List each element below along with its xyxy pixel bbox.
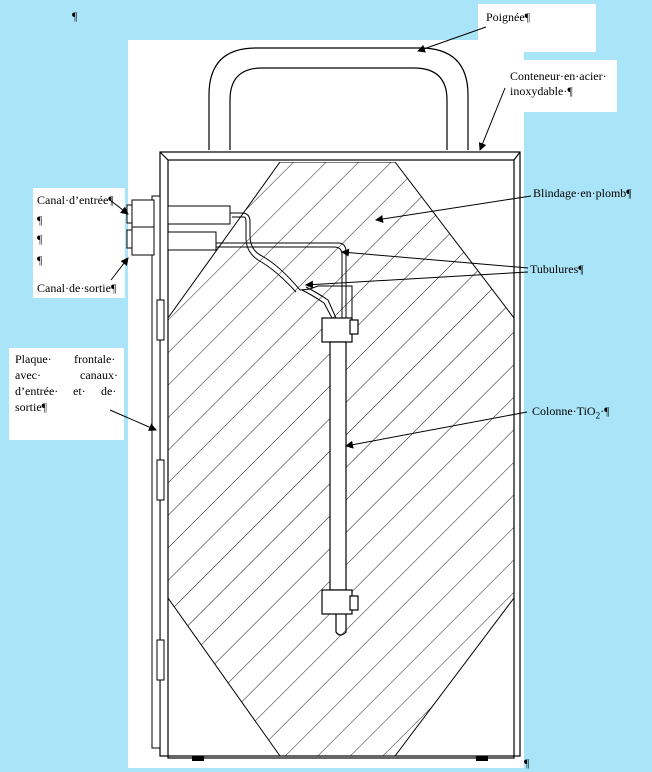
- front-plate: [151, 195, 165, 749]
- label-conteneur-line1: Conteneur·en·acier·: [510, 69, 607, 83]
- feet: [192, 756, 488, 761]
- arrow-plaque: [109, 409, 157, 431]
- label-plaque-l1a: Plaque·: [15, 352, 52, 366]
- label-plaque-l1b: frontale·: [74, 352, 116, 366]
- arrow-tubulures-2: [305, 271, 529, 289]
- canal-label-box: [33, 188, 125, 298]
- conteneur-label-box: [505, 60, 617, 112]
- label-blindage: Blindage·en·plomb¶: [533, 186, 632, 200]
- arrow-canal-sortie: [110, 257, 129, 281]
- arrow-conteneur: [478, 87, 506, 151]
- arrow-poignee: [417, 26, 487, 53]
- label-conteneur-line2: inoxydable·¶: [510, 84, 573, 98]
- label-plaque-l3a: d’entrée·: [15, 384, 59, 398]
- handle: [208, 47, 469, 150]
- poignee-label-box: [478, 4, 596, 52]
- arrow-blindage: [375, 195, 532, 223]
- pilcrow-bottom: ¶: [524, 756, 530, 770]
- arrow-tubulures-1: [341, 248, 529, 269]
- label-plaque-l3b: et·: [73, 384, 86, 398]
- label-plaque-l2a: avec·: [15, 368, 41, 382]
- pilcrow-2: ¶: [37, 232, 43, 246]
- label-canal-entree: Canal·d’entrée¶: [37, 193, 114, 207]
- label-colonne: Colonne·TiO2·¶: [532, 404, 610, 421]
- label-colonne-sub: 2: [595, 410, 601, 421]
- arrow-colonne: [345, 411, 528, 449]
- pilcrow-3: ¶: [37, 253, 43, 267]
- pilcrow-1: ¶: [37, 213, 43, 227]
- pilcrow-top: ¶: [72, 9, 78, 23]
- label-tubulures: Tubulures¶: [530, 262, 584, 276]
- label-plaque-l3c: de·: [101, 384, 117, 398]
- plaque-label-box: [9, 348, 124, 440]
- label-plaque-l2b: canaux·: [80, 368, 118, 382]
- tio2-column: [321, 317, 359, 636]
- pointer-arrows: [109, 26, 532, 449]
- arrow-canal-entree: [109, 199, 129, 215]
- label-poignee: Poignée¶: [486, 10, 531, 24]
- connectors: [126, 199, 231, 256]
- label-plaque-l4: sortie¶: [15, 400, 48, 414]
- label-canal-sortie: Canal·de·sortie¶: [37, 281, 117, 295]
